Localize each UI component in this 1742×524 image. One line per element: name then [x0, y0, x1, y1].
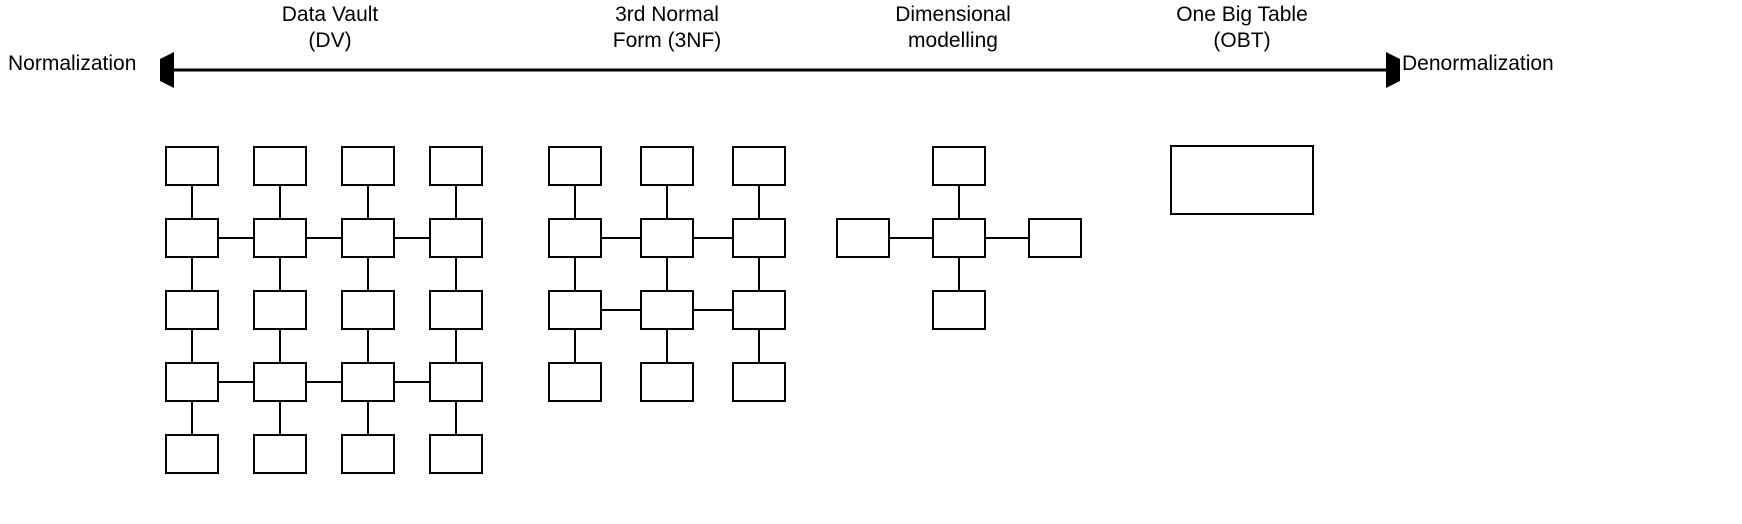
dimension-box-right	[1028, 218, 1082, 258]
relationship-connector	[694, 309, 732, 311]
relationship-connector	[219, 381, 253, 383]
relationship-connector	[602, 309, 640, 311]
approach-label-line2: modelling	[908, 29, 998, 52]
entity-box	[341, 290, 395, 330]
approach-label-line1: 3rd Normal	[615, 3, 719, 26]
entity-box	[253, 290, 307, 330]
relationship-connector	[367, 186, 369, 218]
entity-box	[732, 362, 786, 402]
relationship-connector	[455, 258, 457, 290]
relationship-connector	[279, 258, 281, 290]
approach-label-line2: (DV)	[308, 29, 352, 52]
dimension-box-top	[932, 146, 986, 186]
entity-box	[165, 218, 219, 258]
relationship-connector	[279, 330, 281, 362]
relationship-connector	[307, 381, 341, 383]
relationship-connector	[395, 381, 429, 383]
relationship-connector	[758, 258, 760, 290]
relationship-connector	[307, 237, 341, 239]
relationship-connector	[395, 237, 429, 239]
entity-box	[429, 362, 483, 402]
entity-box	[429, 434, 483, 474]
approach-label-line1: Data Vault	[281, 3, 379, 26]
approach-label-data-vault: Data Vault (DV)	[200, 2, 460, 54]
dimension-box-bottom	[932, 290, 986, 330]
double-headed-arrow-icon	[160, 52, 1400, 88]
relationship-connector	[694, 237, 732, 239]
entity-box	[732, 146, 786, 186]
approach-label-line2: Form (3NF)	[612, 29, 722, 52]
entity-box	[165, 146, 219, 186]
relationship-connector	[191, 258, 193, 290]
entity-box	[732, 290, 786, 330]
entity-box	[640, 218, 694, 258]
approach-label-dimensional-modelling: Dimensional modelling	[823, 2, 1083, 54]
entity-box	[253, 218, 307, 258]
approach-label-one-big-table: One Big Table (OBT)	[1112, 2, 1372, 54]
relationship-connector	[191, 402, 193, 434]
approach-label-line2: (OBT)	[1213, 29, 1271, 52]
relationship-connector	[279, 186, 281, 218]
relationship-connector	[219, 237, 253, 239]
entity-box	[165, 362, 219, 402]
entity-box	[429, 290, 483, 330]
relationship-connector	[890, 237, 932, 239]
one-big-table-box	[1170, 145, 1314, 215]
entity-box	[165, 290, 219, 330]
relationship-connector	[958, 258, 960, 290]
entity-box	[165, 434, 219, 474]
relationship-connector	[367, 402, 369, 434]
relationship-connector	[666, 258, 668, 290]
entity-box	[429, 146, 483, 186]
relationship-connector	[666, 330, 668, 362]
entity-box	[253, 434, 307, 474]
entity-box	[548, 290, 602, 330]
relationship-connector	[367, 330, 369, 362]
entity-box	[548, 218, 602, 258]
relationship-connector	[986, 237, 1028, 239]
relationship-connector	[279, 402, 281, 434]
entity-box	[640, 290, 694, 330]
entity-box	[341, 434, 395, 474]
relationship-connector	[958, 186, 960, 218]
relationship-connector	[191, 330, 193, 362]
axis-label-denormalization: Denormalization	[1402, 52, 1554, 75]
relationship-connector	[455, 330, 457, 362]
relationship-connector	[758, 330, 760, 362]
relationship-connector	[191, 186, 193, 218]
entity-box	[732, 218, 786, 258]
relationship-connector	[574, 186, 576, 218]
entity-box	[341, 218, 395, 258]
relationship-connector	[574, 330, 576, 362]
relationship-connector	[455, 402, 457, 434]
entity-box	[253, 146, 307, 186]
entity-box	[548, 146, 602, 186]
entity-box	[341, 146, 395, 186]
fact-table-box	[932, 218, 986, 258]
relationship-connector	[455, 186, 457, 218]
entity-box	[341, 362, 395, 402]
entity-box	[548, 362, 602, 402]
relationship-connector	[666, 186, 668, 218]
entity-box	[253, 362, 307, 402]
entity-box	[429, 218, 483, 258]
relationship-connector	[574, 258, 576, 290]
relationship-connector	[367, 258, 369, 290]
approach-label-third-normal-form: 3rd Normal Form (3NF)	[537, 2, 797, 54]
dimension-box-left	[836, 218, 890, 258]
relationship-connector	[758, 186, 760, 218]
entity-box	[640, 146, 694, 186]
entity-box	[640, 362, 694, 402]
relationship-connector	[602, 237, 640, 239]
approach-label-line1: Dimensional	[895, 3, 1011, 26]
axis-label-normalization: Normalization	[8, 52, 137, 75]
approach-label-line1: One Big Table	[1176, 3, 1308, 26]
